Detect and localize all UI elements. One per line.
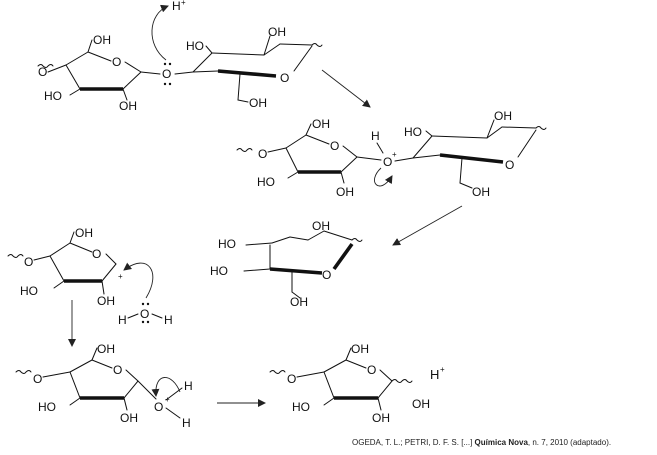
protonated-hemiacetal: O OH O HO OH O + H H [15, 342, 193, 430]
curved-arrow-water-attack [123, 262, 154, 299]
linkage-oxygen: O [287, 372, 296, 386]
regenerated-proton-h: H [430, 367, 439, 382]
ring-oxygen-label: O [280, 71, 289, 85]
ho-label: HO [38, 400, 56, 414]
ho-label: HO [210, 264, 228, 278]
polymer-chain-wavy [7, 254, 24, 258]
regenerated-proton-charge: + [440, 365, 445, 374]
oxonium-charge: + [165, 395, 170, 404]
anomeric-wavy-bond [391, 379, 413, 383]
ho-label: HO [44, 89, 62, 103]
proton-h: H [172, 0, 181, 13]
reaction-arrow-2 [392, 205, 463, 246]
final-glucose-product: O OH O HO OH OH [269, 342, 430, 425]
polymer-chain-wavy [535, 126, 547, 130]
oh-label: OH [472, 185, 490, 199]
ring-oxygen-label: O [92, 247, 101, 261]
glucose-ring-left: O OH O HO OH [236, 117, 382, 199]
oh-label: OH [494, 109, 512, 123]
oh-label: OH [119, 99, 137, 113]
glucose-ring-left: O OH O HO OH [37, 33, 161, 113]
oh-label: OH [249, 96, 267, 110]
polymer-chain-wavy [37, 64, 54, 68]
linkage-oxygen: O [258, 147, 267, 161]
ho-label: HO [404, 125, 422, 139]
polymer-chain-wavy [311, 43, 323, 47]
citation-details: , n. 7, 2010 (adaptado). [527, 438, 612, 447]
oh-label: OH [312, 117, 330, 131]
oh-label: OH [290, 295, 308, 309]
step2-protonated-disaccharide: O OH O HO OH H O + [236, 109, 547, 199]
polymer-chain-wavy [269, 370, 286, 374]
oxonium-oxygen: O [154, 400, 163, 414]
curved-arrow-bond-cleavage [374, 167, 393, 187]
ho-label: HO [218, 237, 236, 251]
oh-label: OH [351, 342, 369, 356]
ring-oxygen-label: O [505, 158, 514, 172]
glucose-ring-right: HO OH O OH [174, 25, 323, 110]
ho-label: HO [186, 39, 204, 53]
ho-label: HO [292, 400, 310, 414]
polymer-chain-wavy [351, 238, 363, 242]
oh-label: OH [336, 185, 354, 199]
linkage-oxygen: O [24, 255, 33, 269]
ring-oxygen-label: O [330, 139, 339, 153]
glycosidic-oxygen: O [162, 67, 171, 81]
carbocation-charge: + [118, 272, 123, 281]
water-h-left: H [118, 313, 127, 327]
oxonium-h-top: H [184, 379, 193, 393]
proton-h: H [371, 129, 380, 143]
citation-journal: Química Nova [474, 438, 528, 447]
oh-label: OH [120, 411, 138, 425]
ring-oxygen-label: O [322, 268, 331, 282]
oh-label: OH [97, 294, 115, 308]
protonated-oxygen: O [383, 155, 392, 169]
ring-oxygen-label: O [112, 55, 121, 69]
oh-label: OH [268, 25, 286, 39]
oh-label: OH [75, 226, 93, 240]
oxonium-charge: + [392, 150, 397, 159]
anomeric-oh-label: OH [412, 397, 430, 411]
oh-label: OH [312, 219, 330, 233]
carbocation-intermediate: O OH O + HO OH [7, 226, 123, 308]
polymer-chain-wavy [15, 370, 32, 374]
source-citation: OGEDA, T. L.; PETRI, D. F. S. [...] Quím… [352, 438, 611, 447]
ho-label: HO [257, 175, 275, 189]
polymer-chain-wavy [236, 148, 253, 152]
linkage-oxygen: O [38, 65, 47, 79]
step1-disaccharide: O OH O HO OH O [37, 0, 323, 113]
curved-arrow-protonation [151, 4, 169, 61]
ring-oxygen-label: O [367, 363, 376, 377]
oh-label: OH [97, 342, 115, 356]
water-h-right: H [164, 313, 173, 327]
reaction-arrow-1 [321, 69, 371, 108]
glucose-ring-right: HO OH O OH [394, 109, 547, 199]
oh-label: OH [372, 411, 390, 425]
ring-oxygen-label: O [113, 363, 122, 377]
proton-charge: + [181, 0, 186, 7]
oh-label: OH [93, 33, 111, 47]
water-oxygen: O [140, 307, 149, 321]
ho-label: HO [20, 284, 38, 298]
citation-authors: OGEDA, T. L.; PETRI, D. F. S. [...] [352, 438, 475, 447]
water-molecule: H O H [118, 262, 173, 327]
oxonium-h-bottom: H [182, 416, 191, 430]
linkage-oxygen: O [33, 372, 42, 386]
curved-arrow-deprotonation [151, 377, 181, 397]
released-glucose-unit: HO OH HO O OH [210, 219, 363, 309]
